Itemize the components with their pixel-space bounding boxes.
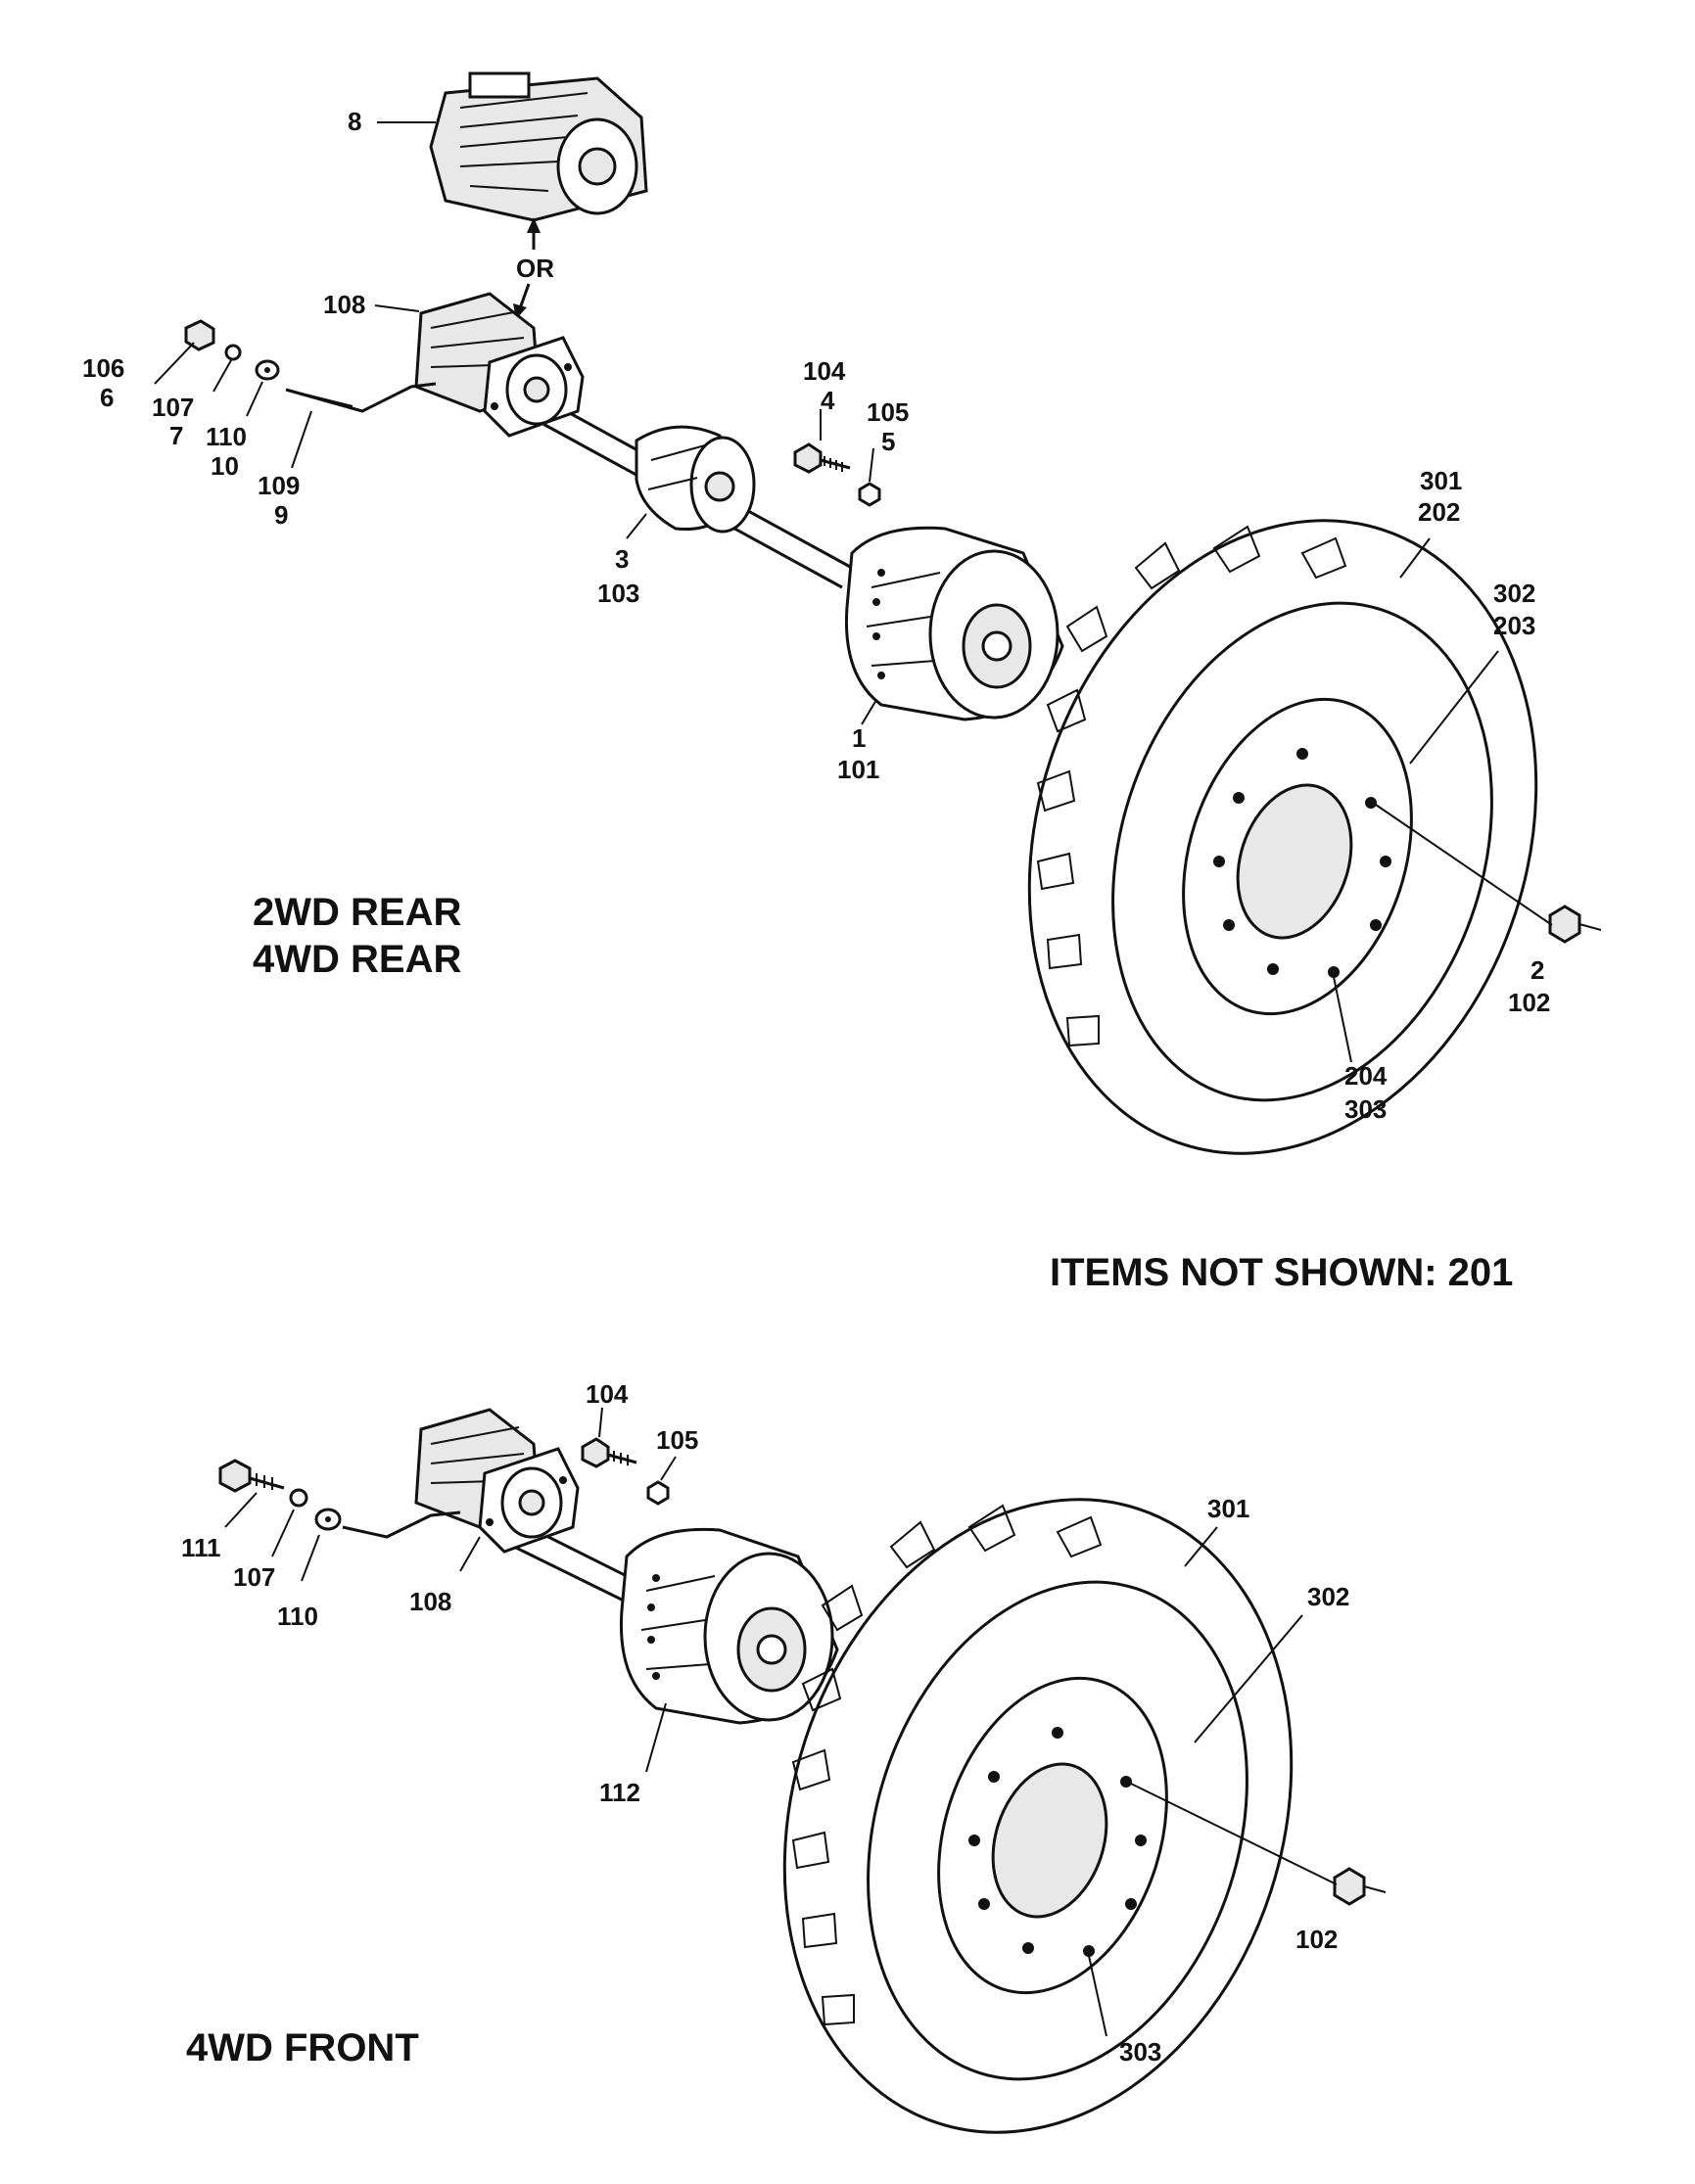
front-mount-hardware: [218, 1459, 461, 1539]
callout-7: 7: [169, 421, 183, 450]
front-motor-icon: [414, 1408, 580, 1554]
or-arrow-icon: [513, 217, 541, 319]
front-lug-nut-icon: [1333, 1867, 1366, 1906]
front-title: 4WD FRONT: [186, 2026, 419, 2069]
callout-9: 9: [274, 500, 288, 530]
callout-109: 109: [258, 471, 300, 500]
rear-assembly: 8 OR 108 106 6 107 7 110 10 109 9 3 103 …: [82, 71, 1602, 1155]
callout-110: 110: [277, 1602, 318, 1631]
callout-105: 105: [867, 397, 909, 427]
rear-title-line2: 4WD REAR: [253, 938, 461, 981]
callout-4: 4: [821, 386, 835, 415]
front-assembly: 111 107 110 108 104 105 112 301 302 102 …: [181, 1379, 1387, 2134]
callout-202: 202: [1418, 497, 1460, 527]
callout-3: 3: [615, 544, 629, 574]
callout-108: 108: [409, 1587, 451, 1616]
callout-302: 302: [1493, 579, 1535, 608]
rear-lug-nut-icon: [1548, 905, 1581, 944]
callout-303: 303: [1119, 2037, 1161, 2067]
front-leader-lines: [224, 1407, 1338, 2037]
callout-302: 302: [1307, 1582, 1349, 1611]
front-callouts: 111 107 110 108 104 105 112 301 302 102 …: [181, 1379, 1349, 2067]
callout-102: 102: [1295, 1925, 1338, 1954]
callout-203: 203: [1493, 611, 1535, 640]
rear-callouts: 8 OR 108 106 6 107 7 110 10 109 9 3 103 …: [82, 107, 1550, 1124]
callout-303: 303: [1344, 1094, 1387, 1124]
front-tread-pattern: [791, 1504, 1103, 2026]
rear-stud-and-nut: [793, 442, 881, 507]
front-lug-holes: [968, 1727, 1147, 1957]
callout-103: 103: [597, 579, 639, 608]
callout-107: 107: [152, 393, 194, 422]
rear-tread-pattern: [1036, 525, 1347, 1047]
callout-108: 108: [323, 290, 365, 319]
rear-leader-lines: [154, 121, 1553, 1063]
front-hub-icon: [619, 1527, 839, 1725]
front-tire-and-wheel-icon: [782, 1498, 1387, 2134]
callout-110: 110: [206, 422, 247, 451]
callout-301: 301: [1420, 466, 1462, 495]
callout-5: 5: [881, 427, 895, 456]
callout-106: 106: [82, 353, 124, 383]
callout-104: 104: [803, 356, 846, 386]
rear-motor-icon: [414, 292, 585, 438]
callout-102: 102: [1508, 988, 1550, 1017]
callout-101: 101: [837, 755, 879, 784]
front-stud-and-nut: [581, 1437, 670, 1506]
callout-111: 111: [181, 1533, 221, 1562]
rear-tire-and-wheel-icon: [1027, 519, 1602, 1155]
callout-107: 107: [233, 1562, 275, 1592]
callout-104: 104: [586, 1379, 629, 1409]
rear-brake-icon: [635, 425, 756, 534]
or-label: OR: [516, 254, 554, 283]
callout-301: 301: [1207, 1494, 1249, 1523]
rear-mount-hardware: [184, 319, 437, 413]
rear-title-line1: 2WD REAR: [253, 891, 461, 934]
callout-8: 8: [348, 107, 361, 136]
items-not-shown-note: ITEMS NOT SHOWN: 201: [1050, 1251, 1513, 1294]
callout-105: 105: [656, 1425, 698, 1455]
callout-1: 1: [852, 723, 866, 753]
callout-2: 2: [1530, 955, 1544, 985]
callout-10: 10: [211, 451, 239, 481]
rear-hub-icon: [844, 526, 1064, 721]
callout-112: 112: [599, 1778, 640, 1807]
callout-204: 204: [1344, 1061, 1388, 1091]
callout-6: 6: [100, 383, 114, 412]
rear-motor-alternate-icon: [429, 71, 648, 222]
rear-lug-holes: [1213, 748, 1391, 978]
